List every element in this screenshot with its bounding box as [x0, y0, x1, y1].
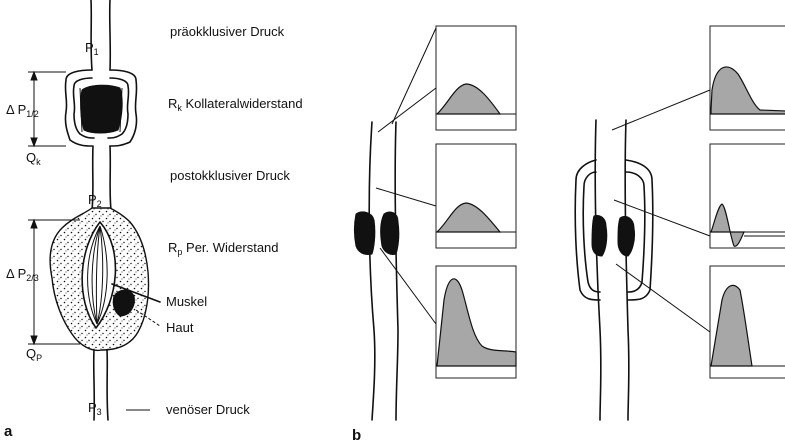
label-qk: Qk	[26, 150, 41, 167]
waveform-box-b2-middle	[709, 143, 785, 249]
label-delta-p12: Δ P1/2	[6, 102, 39, 119]
label-venous-pressure: venöser Druck	[166, 402, 250, 417]
waveform-box-b1-bottom	[435, 265, 517, 379]
waveform-box-b1-middle	[435, 143, 517, 249]
vessel-wall-right-upper	[108, 0, 112, 71]
label-collateral-resistance: Rk Kollateralwiderstand	[168, 96, 303, 113]
label-p1: P1	[85, 40, 99, 57]
vessel-b2-occlusion-right	[617, 215, 635, 257]
muscle-pointer	[111, 283, 161, 303]
label-delta-p23: Δ P2/3	[6, 266, 39, 283]
vessel-wall-left-lower	[92, 349, 96, 421]
vessel-b2-wall-left	[594, 119, 602, 421]
vessel-b1-wall-left	[368, 121, 376, 421]
vessel-b2-wall-right	[624, 119, 630, 421]
label-muscle: Muskel	[166, 294, 207, 309]
vessel-b2-collateral-inner	[582, 171, 646, 293]
vessel-b2-occlusion-left	[591, 215, 608, 257]
vessel-b1-wall-right	[394, 121, 399, 421]
label-p3: P3	[88, 400, 102, 417]
label-qp: QP	[26, 346, 42, 363]
waveform-box-b2-top	[709, 25, 785, 131]
leader-lines	[375, 27, 711, 333]
vessel-wall-left-upper	[90, 0, 93, 71]
panel-b: b	[352, 25, 785, 444]
delta-p23-dimension	[28, 218, 80, 346]
vessel-wall-right-lower	[106, 349, 109, 421]
vessel-b1-occlusion-left	[354, 211, 376, 255]
waveform-box-b1-top	[435, 25, 517, 131]
collateral-outline-inner	[72, 77, 130, 139]
skin-patch	[112, 289, 135, 317]
occlusion-edge	[79, 87, 123, 133]
vessel-b2-collateral-outer	[574, 159, 654, 301]
collateral-outline-outer	[64, 69, 138, 147]
waveform-box-b2-bottom	[709, 265, 785, 379]
muscle-fibers	[87, 225, 108, 325]
label-peripheral-resistance: Rp Per. Widerstand	[168, 240, 279, 257]
delta-p12-dimension	[28, 70, 66, 148]
vessel-b1-occlusion-right	[380, 211, 400, 255]
label-preocclusive-pressure: präokklusiver Druck	[170, 24, 285, 39]
panel-a: P1 P2 P3 Δ P1/2 Δ P2/3 Qk QP präokklusiv…	[4, 0, 303, 440]
muscle-outline	[81, 221, 117, 329]
occlusion-plug	[80, 84, 123, 134]
vessel-wall-right-mid	[109, 145, 112, 211]
label-p2: P2	[88, 192, 102, 209]
label-skin: Haut	[166, 320, 194, 335]
vessel-wall-left-mid	[91, 145, 94, 211]
label-postocclusive-pressure: postokklusiver Druck	[170, 168, 290, 183]
panel-a-letter: a	[4, 423, 13, 440]
panel-b-letter: b	[352, 427, 361, 442]
